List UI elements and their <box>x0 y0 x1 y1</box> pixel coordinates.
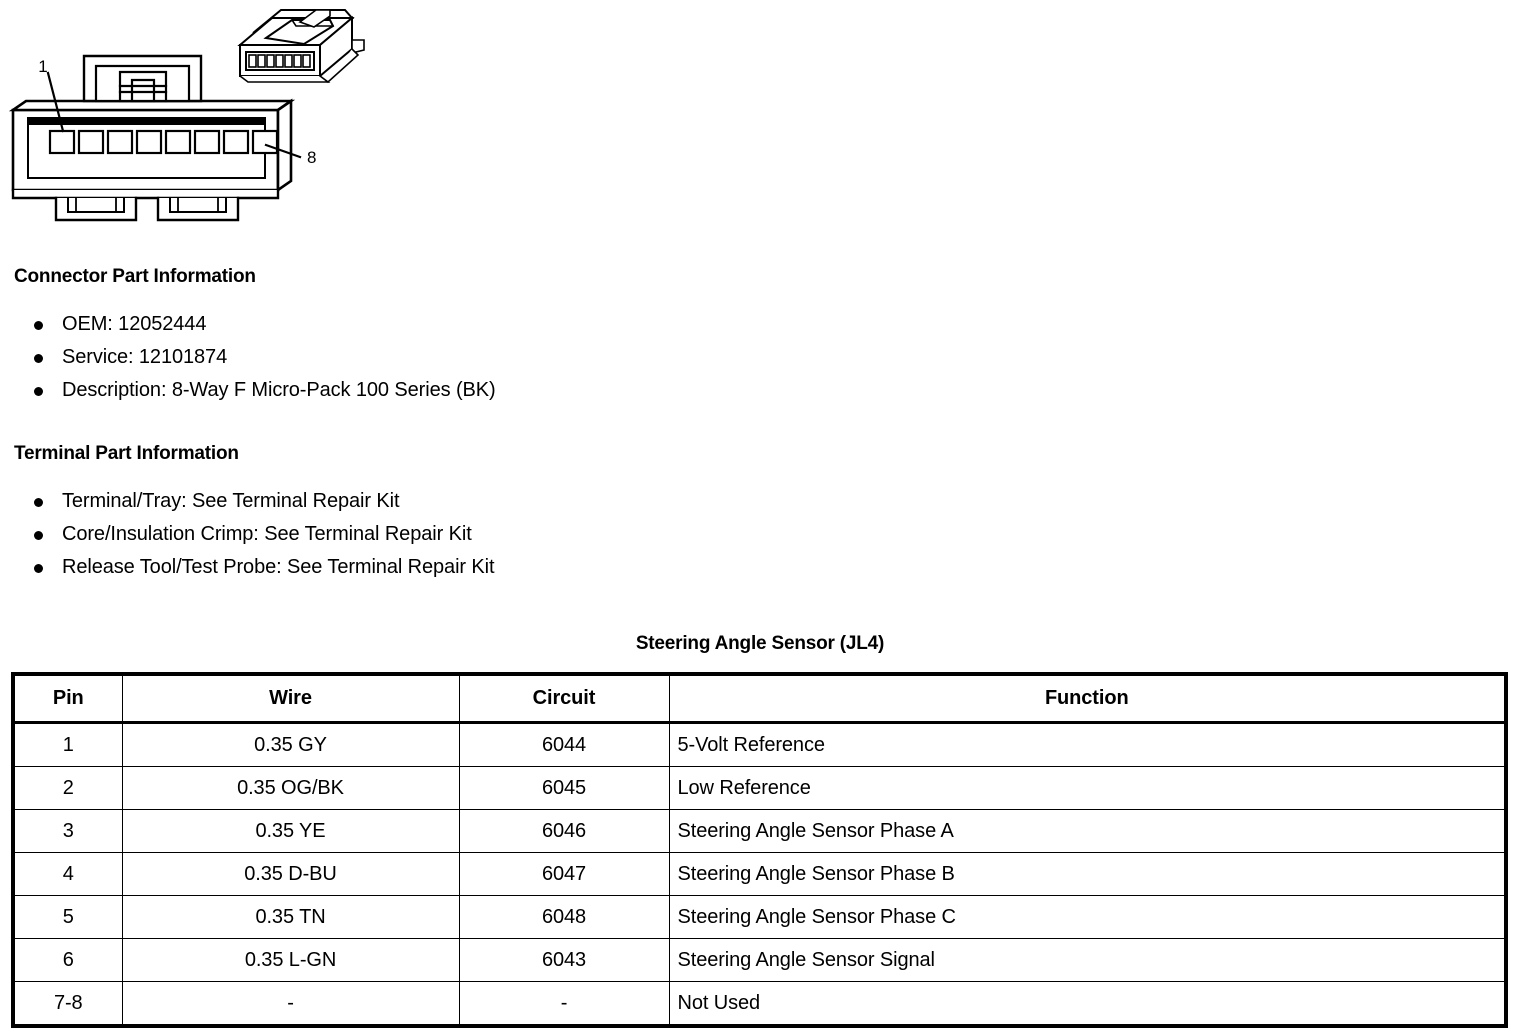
cell-pin: 7-8 <box>12 981 123 1027</box>
list-item: OEM: 12052444 <box>14 308 496 341</box>
table-row: 7-8 - - Not Used <box>12 981 1507 1027</box>
cell-pin: 5 <box>12 895 123 939</box>
table-row: 3 0.35 YE 6046 Steering Angle Sensor Pha… <box>12 809 1507 853</box>
connector-part-information-heading: Connector Part Information <box>14 266 256 287</box>
cell-function: Low Reference <box>668 766 1507 810</box>
list-item: Service: 12101874 <box>14 341 496 374</box>
terminal-part-information-section: Terminal Part Information Terminal/Tray:… <box>14 443 495 584</box>
pin8-leader-line <box>264 143 302 159</box>
cell-circuit: 6046 <box>458 809 670 853</box>
table-row: 2 0.35 OG/BK 6045 Low Reference <box>12 766 1507 810</box>
cell-pin: 1 <box>12 722 123 767</box>
list-item: Release Tool/Test Probe: See Terminal Re… <box>14 551 495 584</box>
cell-wire: 0.35 D-BU <box>121 852 460 896</box>
cell-function: Steering Angle Sensor Phase A <box>668 809 1507 853</box>
callout-pin-8: 8 <box>307 148 316 167</box>
connector-isometric-view <box>237 9 365 84</box>
cell-function: Steering Angle Sensor Signal <box>668 938 1507 982</box>
cell-wire: 0.35 GY <box>121 722 460 767</box>
cell-pin: 3 <box>12 809 123 853</box>
column-header-circuit: Circuit <box>458 673 670 724</box>
cell-function: Not Used <box>668 981 1507 1027</box>
terminal-part-information-heading: Terminal Part Information <box>14 443 239 464</box>
connector-drawing-svg: 1 8 <box>8 9 365 222</box>
cell-wire: 0.35 TN <box>121 895 460 939</box>
cell-circuit: 6047 <box>458 852 670 896</box>
connector-illustration: 1 8 <box>0 0 400 245</box>
cell-function: 5-Volt Reference <box>668 722 1507 767</box>
list-item: Terminal/Tray: See Terminal Repair Kit <box>14 485 494 518</box>
cell-function: Steering Angle Sensor Phase C <box>668 895 1507 939</box>
terminal-part-information-list: Terminal/Tray: See Terminal Repair Kit C… <box>14 485 495 584</box>
connector-part-information-section: Connector Part Information OEM: 12052444… <box>14 266 496 407</box>
cell-pin: 4 <box>12 852 123 896</box>
pin-table: Pin Wire Circuit Function 1 0.35 GY 6044… <box>11 672 1508 1028</box>
pin1-leader-line <box>46 71 65 133</box>
table-header-row: Pin Wire Circuit Function <box>12 673 1507 724</box>
table-row: 5 0.35 TN 6048 Steering Angle Sensor Pha… <box>12 895 1507 939</box>
cell-wire: 0.35 L-GN <box>121 938 460 982</box>
cell-circuit: 6043 <box>458 938 670 982</box>
connector-part-information-list: OEM: 12052444 Service: 12101874 Descript… <box>14 308 496 407</box>
connector-front-view <box>8 54 296 222</box>
cell-pin: 2 <box>12 766 123 810</box>
table-row: 4 0.35 D-BU 6047 Steering Angle Sensor P… <box>12 852 1507 896</box>
pin-table-container: Pin Wire Circuit Function 1 0.35 GY 6044… <box>11 672 1508 1028</box>
cell-wire: 0.35 OG/BK <box>121 766 460 810</box>
list-item: Description: 8-Way F Micro-Pack 100 Seri… <box>14 374 496 407</box>
pin-table-title: Steering Angle Sensor (JL4) <box>635 633 885 654</box>
cell-circuit: - <box>458 981 670 1027</box>
list-item: Core/Insulation Crimp: See Terminal Repa… <box>14 518 494 551</box>
cell-pin: 6 <box>12 938 123 982</box>
table-row: 1 0.35 GY 6044 5-Volt Reference <box>12 722 1507 767</box>
cell-wire: 0.35 YE <box>121 809 460 853</box>
column-header-pin: Pin <box>12 673 123 724</box>
cell-function: Steering Angle Sensor Phase B <box>668 852 1507 896</box>
cell-circuit: 6044 <box>458 722 670 767</box>
callout-pin-1: 1 <box>38 57 47 76</box>
cell-circuit: 6045 <box>458 766 670 810</box>
column-header-function: Function <box>668 673 1507 724</box>
cell-wire: - <box>121 981 460 1027</box>
column-header-wire: Wire <box>121 673 460 724</box>
table-row: 6 0.35 L-GN 6043 Steering Angle Sensor S… <box>12 938 1507 982</box>
cell-circuit: 6048 <box>458 895 670 939</box>
